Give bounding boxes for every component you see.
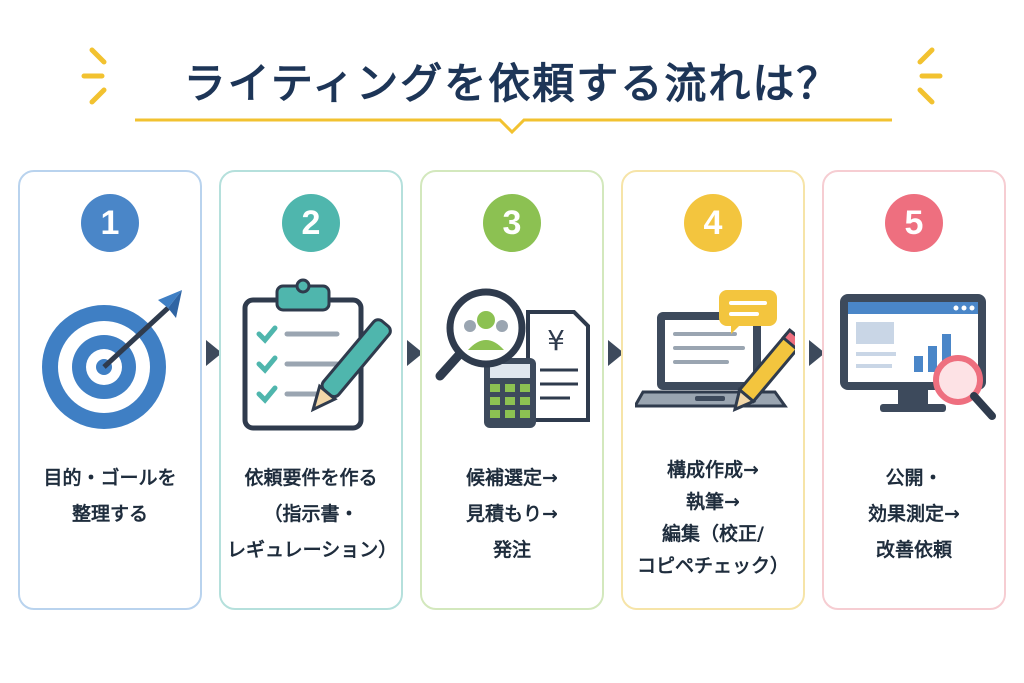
page-title: ライティングを依頼する流れは？	[183, 59, 841, 108]
step-number-badge: 3	[483, 194, 541, 252]
laptop-pencil-icon	[635, 290, 795, 412]
target-arrow-icon	[42, 290, 182, 429]
title-decoration	[81, 47, 943, 135]
sparkle-right-icon	[917, 47, 943, 105]
arrow-right-icon	[407, 340, 423, 366]
step-label-3: 候補選定→ 見積もり→ 発注	[466, 467, 558, 561]
step-label-2: 依頼要件を作る （指示書・ レギュレーション）	[227, 467, 398, 561]
step-number-badge: 1	[81, 194, 139, 252]
step-number-badge: 2	[282, 194, 340, 252]
clipboard-checklist-icon	[242, 278, 392, 431]
monitor-analytics-icon	[840, 294, 996, 420]
step-label-1: 目的・ゴールを 整理する	[43, 467, 177, 525]
step-label-4: 構成作成→ 執筆→ 編集（校正/ コピペチェック）	[636, 459, 789, 577]
step-label-5: 公開・ 効果測定→ 改善依頼	[868, 467, 960, 561]
step-card-4: 4 構成作成→ 執筆→ 編集（校正/ コピペチェック）	[621, 170, 805, 610]
magnifier-calculator-quote-icon: ¥	[435, 288, 590, 428]
svg-text:¥: ¥	[547, 324, 565, 357]
step-number-badge: 5	[885, 194, 943, 252]
step-card-5: 5 公開・ 効果測定→ 改善依頼	[822, 170, 1006, 610]
sparkle-left-icon	[81, 47, 107, 105]
title-area: ライティングを依頼する流れは？	[0, 0, 1024, 150]
step-card-1: 1 目的・ゴールを 整理する	[18, 170, 202, 610]
arrow-right-icon	[608, 340, 624, 366]
arrow-right-icon	[206, 340, 222, 366]
title-underline	[135, 118, 892, 135]
step-card-2: 2 依頼要件を作る （指示書・ レギュレーション）	[219, 170, 403, 610]
step-card-3: 3 ¥ 候補選定→ 見積もり→ 発注	[420, 170, 604, 610]
step-number-badge: 4	[684, 194, 742, 252]
arrow-right-icon	[809, 340, 825, 366]
